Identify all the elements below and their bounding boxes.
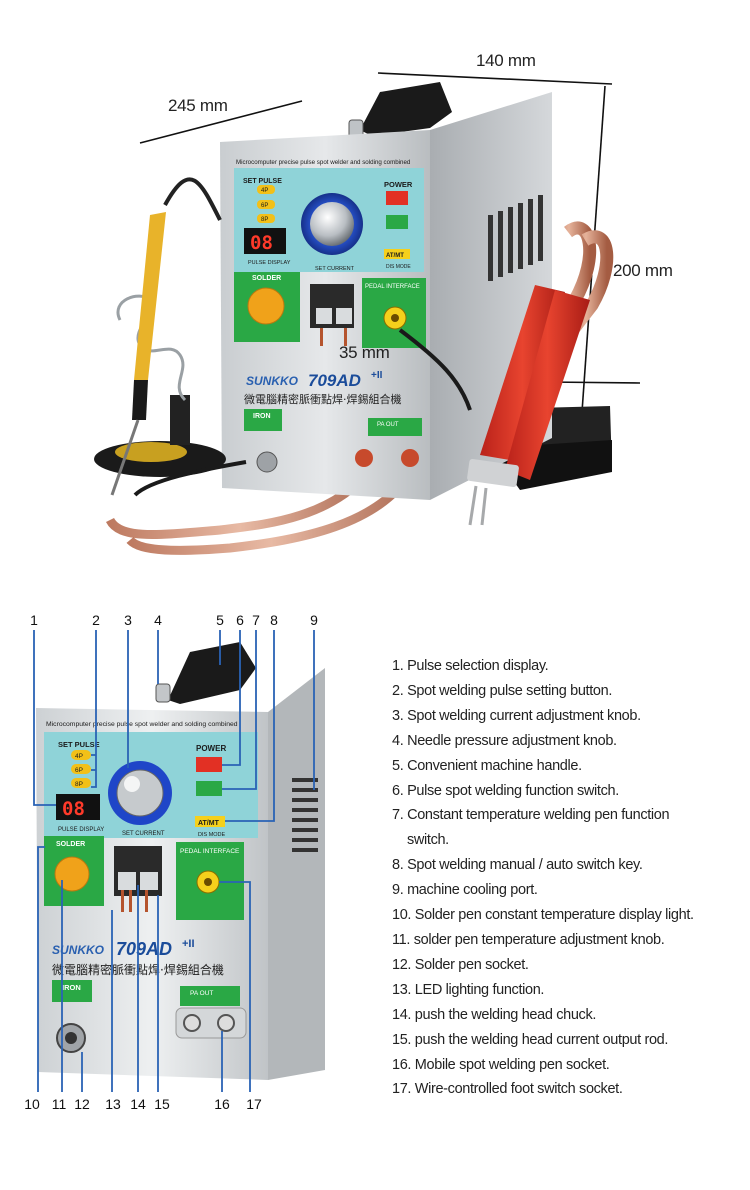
feature-item: 8. Spot welding manual / auto switch key…: [392, 857, 643, 874]
feature-item: 17. Wire-controlled foot switch socket.: [392, 1081, 623, 1098]
svg-text:PA OUT: PA OUT: [190, 990, 213, 997]
callout-17: 17: [246, 1096, 262, 1112]
svg-text:SUNKKO: SUNKKO: [52, 943, 105, 957]
callout-7: 7: [252, 612, 260, 628]
feature-item: 13. LED lighting function.: [392, 981, 545, 998]
callout-9: 9: [310, 612, 318, 628]
feature-item: 2. Spot welding pulse setting button.: [392, 682, 613, 699]
dimension-depth: 245 mm: [168, 96, 228, 115]
feature-item: 3. Spot welding current adjustment knob.: [392, 707, 641, 724]
callout-5: 5: [216, 612, 224, 628]
svg-text:微電腦精密脈衝點焊·焊錫組合機: 微電腦精密脈衝點焊·焊錫組合機: [244, 392, 402, 406]
callout-11: 11: [51, 1096, 67, 1112]
callout-8: 8: [270, 612, 278, 628]
feature-item: 14. push the welding head chuck.: [392, 1006, 597, 1023]
svg-text:4P: 4P: [261, 188, 268, 194]
callout-13: 13: [105, 1096, 121, 1112]
callout-16: 16: [214, 1096, 230, 1112]
top-product-illustration: Microcomputer precise pulse spot welder …: [94, 72, 641, 555]
welding-pen: [467, 285, 590, 526]
callout-lines: [33, 630, 315, 1092]
svg-text:Microcomputer precise pulse sp: Microcomputer precise pulse spot welder …: [236, 159, 411, 166]
svg-text:SUNKKO: SUNKKO: [246, 374, 299, 388]
feature-item: 10. Solder pen constant temperature disp…: [392, 907, 694, 924]
svg-text:8P: 8P: [75, 781, 83, 788]
feature-item: 15. push the welding head current output…: [392, 1031, 669, 1048]
svg-text:POWER: POWER: [196, 744, 226, 753]
svg-text:+II: +II: [371, 370, 383, 381]
svg-text:SET CURRENT: SET CURRENT: [122, 831, 165, 837]
svg-text:POWER: POWER: [384, 180, 413, 189]
dimension-width: 140 mm: [476, 51, 536, 70]
svg-text:6P: 6P: [75, 767, 83, 774]
svg-text:DIS MODE: DIS MODE: [198, 832, 226, 838]
feature-item: 4. Needle pressure adjustment knob.: [392, 732, 617, 749]
soldering-pen: [110, 177, 222, 496]
feature-item: 1. Pulse selection display.: [392, 658, 549, 674]
svg-text:Microcomputer precise pulse sp: Microcomputer precise pulse spot welder …: [46, 721, 238, 728]
callout-4: 4: [154, 612, 162, 628]
feature-list: 1. Pulse selection display. 2. Spot weld…: [392, 654, 742, 1102]
callout-3: 3: [124, 612, 132, 628]
callout-12: 12: [74, 1096, 90, 1112]
svg-text:IRON: IRON: [62, 983, 81, 992]
feature-item: 12. Solder pen socket.: [392, 956, 529, 973]
soldering-stand: [94, 294, 226, 477]
svg-text:SOLDER: SOLDER: [56, 841, 85, 848]
svg-text:8P: 8P: [261, 217, 268, 223]
svg-text:PA OUT: PA OUT: [377, 422, 399, 428]
svg-text:DIS MODE: DIS MODE: [386, 264, 411, 270]
svg-text:08: 08: [62, 798, 85, 820]
svg-text:AT/MT: AT/MT: [386, 253, 404, 259]
svg-text:PEDAL INTERFACE: PEDAL INTERFACE: [365, 284, 420, 290]
copper-cables: [105, 221, 614, 555]
feature-item: 6. Pulse spot welding function switch.: [392, 782, 619, 799]
svg-text:4P: 4P: [75, 753, 83, 760]
callout-6: 6: [236, 612, 244, 628]
svg-text:709AD: 709AD: [308, 371, 361, 390]
callout-15: 15: [154, 1096, 170, 1112]
svg-text:08: 08: [250, 232, 273, 254]
callout-14: 14: [130, 1096, 146, 1112]
svg-text:PULSE DISPLAY: PULSE DISPLAY: [248, 260, 291, 266]
feature-item: 16. Mobile spot welding pen socket.: [392, 1056, 610, 1073]
svg-text:PEDAL INTERFACE: PEDAL INTERFACE: [180, 848, 240, 855]
callout-2: 2: [92, 612, 100, 628]
feature-item: 7. Constant temperature welding pen func…: [392, 807, 670, 824]
svg-text:AT/MT: AT/MT: [198, 820, 220, 827]
cooling-vents: [488, 195, 543, 281]
svg-text:IRON: IRON: [253, 413, 271, 420]
callout-10: 10: [24, 1096, 40, 1112]
svg-text:微電腦精密脈衝點焊·焊錫組合機: 微電腦精密脈衝點焊·焊錫組合機: [52, 962, 224, 977]
svg-text:SET PULSE: SET PULSE: [58, 740, 100, 749]
feature-item: 9. machine cooling port.: [392, 882, 538, 899]
feature-item: 11. solder pen temperature adjustment kn…: [392, 931, 665, 948]
svg-text:6P: 6P: [261, 203, 268, 209]
svg-text:SET CURRENT: SET CURRENT: [315, 266, 355, 272]
dimension-electrode: 35 mm: [339, 343, 390, 362]
feature-continuation-text: switch.: [407, 832, 449, 849]
feature-item: 5. Convenient machine handle.: [392, 757, 582, 774]
feature-item-continuation: switch.: [392, 828, 742, 853]
svg-text:709AD: 709AD: [116, 939, 172, 959]
callout-1: 1: [30, 612, 38, 628]
svg-text:SET PULSE: SET PULSE: [243, 178, 282, 185]
svg-text:SOLDER: SOLDER: [252, 275, 281, 282]
svg-text:+II: +II: [182, 938, 195, 950]
dimension-height: 200 mm: [613, 261, 673, 280]
svg-text:PULSE DISPLAY: PULSE DISPLAY: [58, 827, 104, 833]
